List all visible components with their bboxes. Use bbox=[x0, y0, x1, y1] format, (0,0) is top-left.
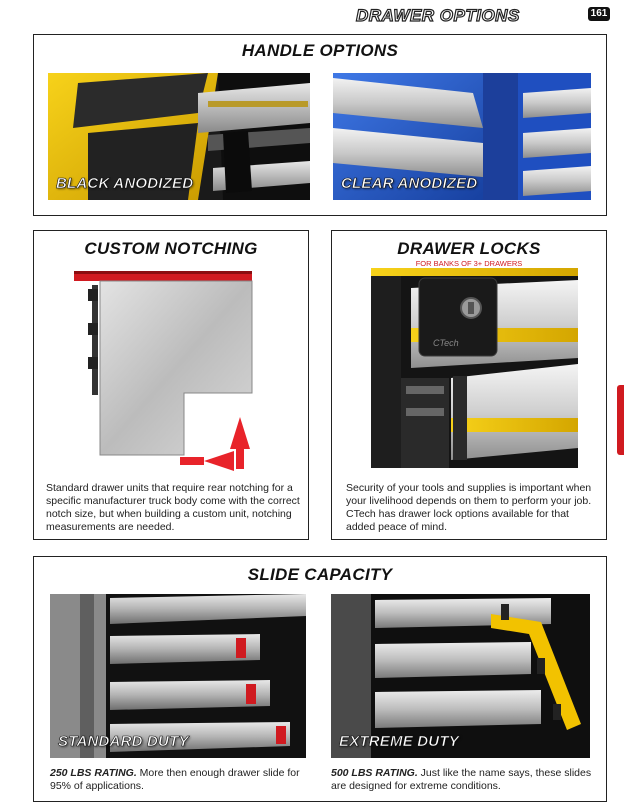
section-side-tab bbox=[617, 385, 624, 455]
extreme-duty-label: EXTREME DUTY bbox=[339, 733, 459, 751]
slide-capacity-title: SLIDE CAPACITY bbox=[247, 565, 393, 584]
extreme-duty-photo: EXTREME DUTY bbox=[331, 594, 590, 758]
drawer-locks-subtitle: FOR BANKS OF 3+ DRAWERS bbox=[415, 259, 523, 268]
slide-capacity-box: SLIDE CAPACITY STANDARD DUTY bbox=[33, 556, 607, 802]
drawer-lock-photo: CTech bbox=[371, 268, 578, 468]
standard-duty-rating: 250 LBS RATING. bbox=[50, 767, 137, 779]
drawer-locks-box: DRAWER LOCKS FOR BANKS OF 3+ DRAWERS CTe… bbox=[331, 230, 607, 540]
standard-duty-text: More then enough drawer slide for 95% of… bbox=[50, 767, 300, 792]
clear-anodized-label: CLEAR ANODIZED bbox=[341, 175, 478, 193]
standard-duty-caption: 250 LBS RATING. More then enough drawer … bbox=[50, 767, 312, 793]
custom-notching-text: Standard drawer units that require rear … bbox=[46, 482, 300, 533]
black-anodized-label: BLACK ANODIZED bbox=[56, 175, 194, 193]
standard-duty-photo: STANDARD DUTY bbox=[50, 594, 306, 758]
handle-options-title: HANDLE OPTIONS bbox=[241, 41, 399, 60]
custom-notching-title: CUSTOM NOTCHING bbox=[84, 239, 258, 258]
notching-diagram bbox=[74, 267, 294, 471]
handle-options-box: HANDLE OPTIONS BLACK ANODIZED bbox=[33, 34, 607, 216]
extreme-duty-text: Just like the name says, these slides ar… bbox=[331, 767, 592, 792]
page-section-title: DRAWER OPTIONS bbox=[355, 5, 520, 25]
drawer-locks-text: Security of your tools and supplies is i… bbox=[346, 482, 592, 533]
page-number: 161 bbox=[588, 7, 610, 21]
drawer-locks-title: DRAWER LOCKS bbox=[397, 239, 541, 258]
custom-notching-box: CUSTOM NOTCHING Standard drawer units th… bbox=[33, 230, 309, 540]
extreme-duty-caption: 500 LBS RATING. Just like the name says,… bbox=[331, 767, 593, 793]
black-anodized-photo: BLACK ANODIZED bbox=[48, 73, 310, 200]
extreme-duty-rating: 500 LBS RATING. bbox=[331, 767, 418, 779]
ctech-badge: CTech bbox=[433, 338, 459, 348]
standard-duty-label: STANDARD DUTY bbox=[58, 733, 189, 751]
clear-anodized-photo: CLEAR ANODIZED bbox=[333, 73, 591, 200]
